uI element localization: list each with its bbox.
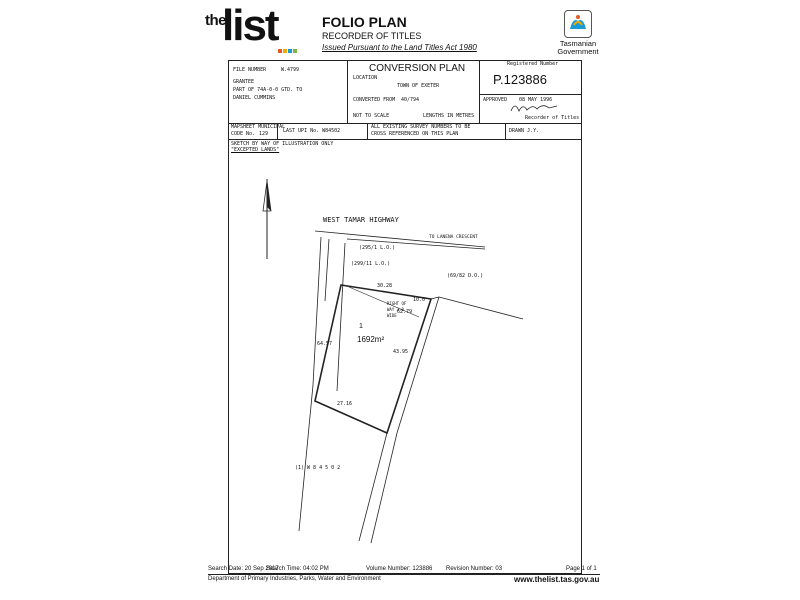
logo-dots (278, 40, 298, 58)
dimension-top: 30.28 (377, 283, 393, 289)
tasmanian-government-logo: Tasmanian Government (553, 10, 603, 56)
converted-value: 40/794 (401, 97, 420, 103)
signature-icon (510, 105, 558, 112)
divider (347, 61, 348, 123)
logo-dot (278, 49, 282, 53)
grantee-label: GRANTEE (233, 79, 255, 85)
gov-line-1: Tasmanian (559, 39, 597, 48)
dimension-left: 64.57 (317, 341, 333, 347)
volume-number: Volume Number: 123886 (366, 566, 433, 572)
code-value: 129 (259, 131, 269, 137)
dimension-side: 43.95 (393, 349, 409, 355)
plan-number: P.123886 (493, 72, 547, 87)
drawn-by: DRAWN J.Y. (509, 128, 540, 134)
last-upi: LAST UPI No. W84502 (283, 128, 341, 134)
gov-line-2: Government (557, 47, 599, 56)
lot-number: 1 (359, 323, 363, 330)
conversion-plan-title: CONVERSION PLAN (369, 63, 466, 74)
north-arrow-icon (262, 179, 272, 259)
location-value: TOWN OF EXETER (397, 83, 440, 89)
grantee-line: DANIEL CUMMINS (233, 95, 276, 101)
revision-number: Revision Number: 03 (446, 566, 503, 572)
issued-note: Issued Pursuant to the Land Titles Act 1… (322, 43, 477, 52)
divider (367, 123, 368, 139)
grantee-line: PART OF 74A-0-0 GTD. TO (233, 87, 303, 93)
dimension-bottom: 27.16 (337, 401, 353, 407)
approved-label: APPROVED (483, 97, 508, 103)
plan-sheet: FILE NUMBER W.4799 GRANTEE PART OF 74A-0… (228, 60, 582, 574)
municipal-label: MAPSHEET MUNICIPAL (231, 124, 286, 130)
file-number: W.4799 (281, 67, 300, 73)
divider (277, 123, 278, 139)
divider (229, 123, 581, 124)
logo-list-text: list (222, 1, 280, 50)
footer-divider (208, 574, 600, 575)
divider (479, 61, 480, 123)
crest-icon (564, 10, 592, 38)
file-number-label: FILE NUMBER (233, 67, 267, 73)
divider (229, 139, 581, 140)
location-label: LOCATION (353, 75, 378, 81)
page-title: FOLIO PLAN (322, 14, 407, 30)
code-label: CODE No. (231, 131, 256, 137)
logo-the-text: the (205, 12, 227, 29)
logo-dot (293, 49, 297, 53)
search-date: Search Date: 20 Sep 2017 (208, 566, 279, 572)
reference-label: (69/82 D.O.) (447, 273, 484, 279)
survey-reference: (1) W 8 4 5 0 2 (295, 465, 341, 471)
survey-note: CROSS REFERENCED ON THIS PLAN (371, 131, 459, 137)
not-to-scale: NOT TO SCALE (353, 113, 390, 119)
page-count: Page 1 of 1 (566, 566, 597, 572)
dimension-right: 62.79 (397, 309, 413, 315)
excepted-lands: "EXCEPTED LANDS" (231, 147, 280, 153)
department-name: Department of Primary Industries, Parks,… (208, 576, 381, 582)
logo-dot (283, 49, 287, 53)
approved-date: 08 MAY 1996 (519, 97, 553, 103)
recorder-label: Recorder of Titles (525, 115, 580, 121)
road-name: WEST TAMAR HIGHWAY (323, 216, 399, 224)
registered-label: Registered Number (507, 61, 559, 67)
lengths-note: LENGTHS IN METRES (423, 113, 475, 119)
reference-label: (299/11 L.O.) (351, 261, 391, 267)
to-lanena-label: TO LANENA CRESCENT (429, 235, 478, 240)
search-time: Search Time: 04:02 PM (266, 566, 329, 572)
dimension-small: 10.0 (413, 297, 426, 303)
lot-area: 1692m² (357, 335, 385, 344)
sketch-note: SKETCH BY WAY OF ILLUSTRATION ONLY (231, 141, 334, 147)
reference-label: (295/1 L.O.) (359, 245, 396, 251)
right-of-way-label: RIGHT OF WAY 3.0 WIDE (387, 301, 407, 318)
website-link[interactable]: www.thelist.tas.gov.au (514, 575, 600, 584)
converted-label: CONVERTED FROM (353, 97, 396, 103)
divider (505, 123, 506, 139)
page-subtitle: RECORDER OF TITLES (322, 31, 422, 41)
plan-drawing (262, 179, 524, 544)
divider (479, 94, 581, 95)
logo-dot (288, 49, 292, 53)
survey-note: ALL EXISTING SURVEY NUMBERS TO BE (371, 124, 471, 130)
